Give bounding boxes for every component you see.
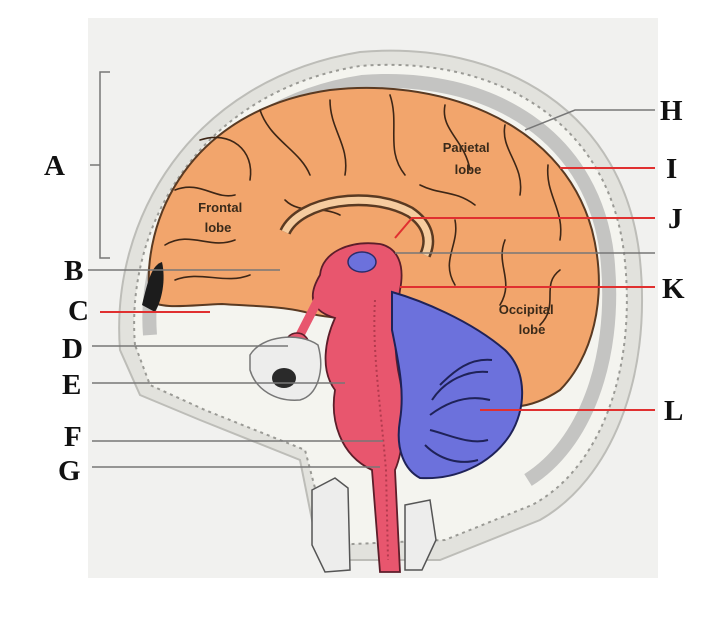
- sphenoid-sinus: [272, 368, 296, 388]
- callout-l: L: [664, 395, 683, 427]
- callout-b: B: [64, 255, 83, 287]
- callout-i: I: [666, 153, 677, 185]
- callout-k: K: [662, 273, 685, 305]
- cerebellum: [391, 290, 524, 480]
- corpus-callosum-inner: [281, 196, 432, 257]
- callout-f: F: [64, 421, 82, 453]
- vertebra-left: [311, 477, 351, 573]
- callout-a: A: [44, 150, 65, 182]
- parietal-lobe-label: Parietal lobe: [443, 140, 494, 177]
- callout-j: J: [668, 203, 683, 235]
- pointer-j: [394, 217, 655, 239]
- callout-h: H: [660, 95, 683, 127]
- frontal-sinus: [142, 262, 164, 312]
- optic-stalk: [295, 295, 323, 340]
- callout-pointers: [88, 71, 655, 468]
- pointer-a-bracket: [90, 71, 110, 259]
- occipital-lobe-label: Occipital lobe: [499, 302, 558, 337]
- pointer-h: [524, 109, 655, 131]
- frontal-lobe-label: Frontal lobe: [198, 200, 246, 235]
- callout-d: D: [62, 333, 83, 365]
- callout-e: E: [62, 369, 81, 401]
- vertebra-right: [404, 499, 437, 571]
- thalamus: [347, 251, 377, 273]
- callout-g: G: [58, 455, 81, 487]
- callout-c: C: [68, 295, 89, 327]
- arbor-vitae: [424, 358, 493, 463]
